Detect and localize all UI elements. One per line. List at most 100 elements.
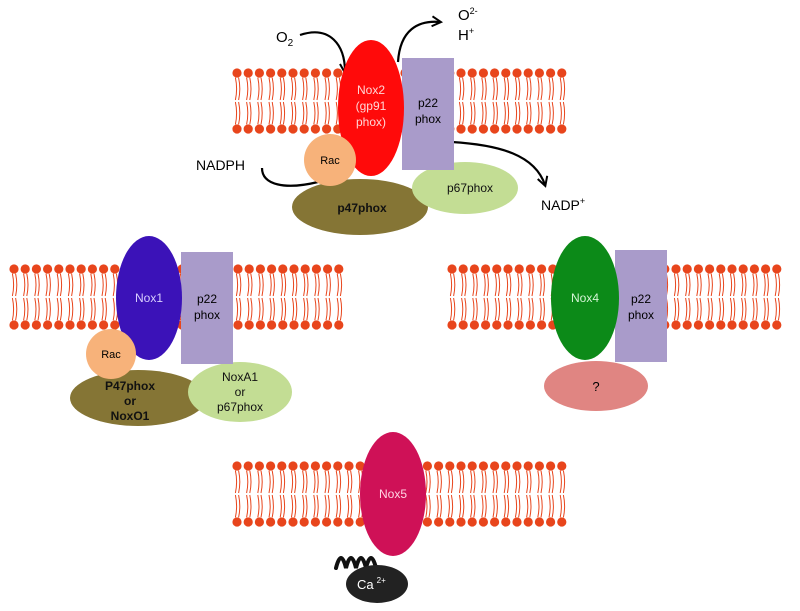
lipid-tail <box>494 297 497 321</box>
lipid-tail <box>257 77 260 101</box>
lipid-tail <box>492 494 495 518</box>
lipid-tail <box>305 494 308 518</box>
lipid-head <box>512 68 522 78</box>
lipid-head <box>557 517 567 527</box>
lipid-tail <box>250 297 253 321</box>
lipid-tail <box>755 297 758 321</box>
lipid-tail <box>258 297 261 321</box>
lipid-tail <box>234 101 238 125</box>
lipid-head <box>512 461 522 471</box>
lipid-tail <box>458 494 462 518</box>
lipid-head <box>481 320 491 330</box>
lipid-tail <box>246 101 249 125</box>
lipid-head <box>20 320 30 330</box>
lipid-head <box>322 68 332 78</box>
lipid-tail <box>777 297 781 321</box>
lipid-tail <box>526 470 529 494</box>
lipid-tail <box>291 297 295 321</box>
lipid-head <box>322 517 332 527</box>
lipid-head <box>110 264 120 274</box>
lipid-head <box>255 264 265 274</box>
lipid-tail <box>306 297 309 321</box>
nox1-subunit <box>116 236 182 360</box>
lipid-tail <box>439 494 442 518</box>
lipid-tail <box>752 273 755 297</box>
lipid-tail <box>548 101 551 125</box>
lipid-tail <box>327 470 330 494</box>
lipid-tail <box>249 494 252 518</box>
lipid-tail <box>551 77 554 101</box>
membrane-bilayer-nox5 <box>232 461 567 527</box>
lipid-head <box>447 320 457 330</box>
lipid-tail <box>526 101 529 125</box>
lipid-head <box>355 461 365 471</box>
lipid-head <box>310 124 320 134</box>
lipid-tail <box>481 77 484 101</box>
lipid-tail <box>710 297 713 321</box>
lipid-head <box>266 517 276 527</box>
lipid-tail <box>317 273 320 297</box>
lipid-tail <box>696 297 699 321</box>
lipid-head <box>243 124 253 134</box>
lipid-tail <box>551 470 554 494</box>
lipid-tail <box>458 101 462 125</box>
lipid-tail <box>518 470 521 494</box>
lipid-head <box>447 264 457 274</box>
lipid-head <box>537 264 547 274</box>
lipid-tail <box>685 297 688 321</box>
lipid-tail <box>473 101 476 125</box>
lipid-head <box>355 517 365 527</box>
lipid-tail <box>272 297 275 321</box>
rac-label-nox1: Rac <box>101 349 121 361</box>
lipid-tail <box>506 101 510 125</box>
lipid-tail <box>497 297 501 321</box>
lipid-head <box>65 264 75 274</box>
lipid-head <box>255 320 265 330</box>
lipid-head <box>232 461 242 471</box>
lipid-tail <box>269 297 272 321</box>
lipid-tail <box>484 77 487 101</box>
lipid-tail <box>234 77 238 101</box>
lipid-tail <box>282 494 286 518</box>
lipid-tail <box>710 273 713 297</box>
lipid-tail <box>458 470 462 494</box>
lipid-head <box>514 264 524 274</box>
lipid-head <box>9 320 19 330</box>
lipid-tail <box>34 297 37 321</box>
lipid-head <box>76 264 86 274</box>
lipid-head <box>761 320 771 330</box>
lipid-tail <box>104 273 107 297</box>
lipid-tail <box>436 470 439 494</box>
lipid-tail <box>514 494 518 518</box>
lipid-tail <box>316 470 319 494</box>
lipid-tail <box>721 297 725 321</box>
lipid-tail <box>559 101 562 125</box>
lipid-tail <box>551 101 554 125</box>
lipid-tail <box>462 470 465 494</box>
calcium-ion <box>346 565 408 603</box>
lipid-tail <box>324 101 327 125</box>
lipid-tail <box>246 77 249 101</box>
lipid-head <box>233 264 243 274</box>
nox1-label: Nox1 <box>135 291 163 305</box>
lipid-tail <box>537 101 540 125</box>
lipid-head <box>243 517 253 527</box>
lipid-tail <box>548 494 551 518</box>
lipid-tail <box>294 470 297 494</box>
lipid-tail <box>247 297 250 321</box>
lipid-head <box>727 320 737 330</box>
lipid-head <box>478 517 488 527</box>
p47phox-label: p47phox <box>337 201 387 215</box>
lipid-tail <box>305 101 308 125</box>
lipid-tail <box>324 77 327 101</box>
lipid-tail <box>473 494 476 518</box>
lipid-tail <box>327 77 330 101</box>
lipid-tail <box>439 470 442 494</box>
lipid-tail <box>729 297 733 321</box>
lipid-tail <box>449 273 453 297</box>
lipid-head <box>232 517 242 527</box>
lipid-tail <box>335 470 338 494</box>
lipid-tail <box>324 494 327 518</box>
